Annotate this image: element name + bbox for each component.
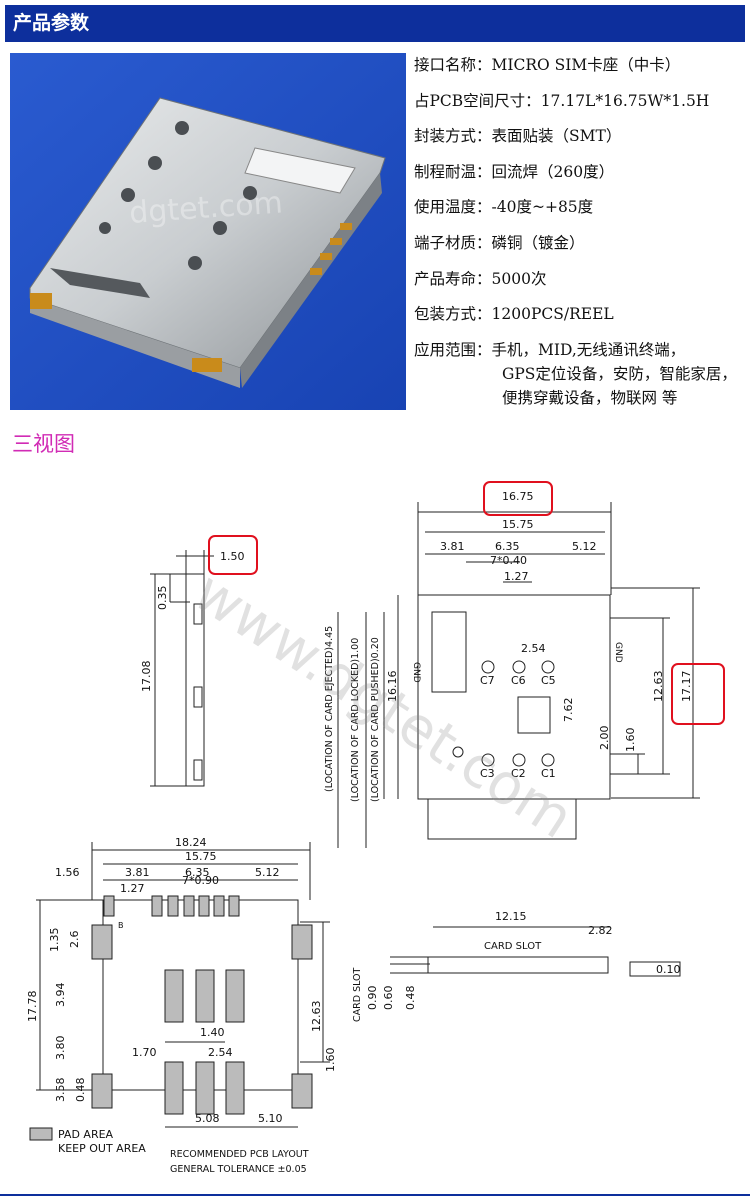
profile-w2: 2.82	[588, 924, 613, 937]
profile-slot: CARD SLOT	[484, 941, 542, 952]
section-title: 三视图	[12, 432, 75, 456]
pcb-p2: 7*0.90	[182, 874, 219, 887]
profile-w1: 12.15	[495, 910, 527, 923]
pcb-w2: 15.75	[185, 850, 217, 863]
top-gnd-right: GND	[613, 642, 623, 663]
pcb-h3: 3.94	[54, 983, 67, 1008]
top-h4: 7.62	[562, 698, 575, 723]
top-h1: 12.63	[652, 671, 665, 703]
top-view	[337, 502, 700, 848]
spec-interface: 接口名称：MICRO SIM卡座（中卡）	[414, 56, 681, 74]
top-pushed: (LOCATION OF CARD PUSHED)0.20	[370, 637, 381, 802]
top-d2: 6.35	[495, 540, 520, 553]
side-view	[150, 550, 214, 787]
spec-list: 接口名称：MICRO SIM卡座（中卡） 占PCB空间尺寸：17.17L*16.…	[414, 53, 750, 410]
section-header: 产品参数	[5, 5, 745, 42]
top-sp: 2.54	[521, 642, 546, 655]
top-h2: 1.60	[624, 728, 637, 753]
pcb-rec: RECOMMENDED PCB LAYOUT	[170, 1149, 309, 1160]
pcb-h6: 0.48	[74, 1078, 87, 1103]
technical-drawing: 1.50 0.35 17.08 16.75 15.75 3.81 6.35 5.…	[26, 481, 725, 1175]
top-locked: (LOCATION OF CARD LOCKED)1.00	[350, 638, 361, 802]
pcb-d2: 6.35	[185, 866, 210, 879]
sim-connector-image: dgtet.com	[10, 53, 406, 410]
profile-v1: 0.90	[366, 986, 379, 1011]
pcb-legend-pad: PAD AREA	[58, 1128, 114, 1141]
top-contact-c3: C3	[480, 767, 495, 780]
spec-application: 应用范围：手机，MID,无线通讯终端， GPS定位设备，安防，智能家居， 便携穿…	[414, 340, 737, 407]
spec-mounting: 封装方式：表面贴装（SMT）	[414, 127, 622, 146]
top-width-total: 16.75	[502, 490, 534, 503]
header-title: 产品参数	[13, 12, 90, 34]
top-contact-c7: C7	[480, 674, 495, 687]
top-pitch: 7*0.40	[490, 554, 527, 567]
top-contact-c5: C5	[541, 674, 556, 687]
pcb-legend-keep: KEEP OUT AREA	[58, 1142, 146, 1155]
top-d1: 3.81	[440, 540, 465, 553]
profile-v3: 0.48	[404, 986, 417, 1011]
drawing-watermark: www.dgtet.com	[182, 559, 584, 851]
pcb-h-total: 17.78	[26, 991, 39, 1023]
pcb-tol: GENERAL TOLERANCE ±0.05	[170, 1164, 307, 1175]
profile-side-label: CARD SLOT	[352, 967, 363, 1022]
profile-flatness: 0.10	[656, 963, 681, 976]
top-contact-c1: C1	[541, 767, 556, 780]
pcb-r2: 1.60	[324, 1048, 337, 1073]
top-pitch2: 1.27	[504, 570, 529, 583]
pcb-h2: 2.6	[68, 931, 81, 949]
side-thickness: 1.50	[220, 550, 245, 563]
pcb-b1: 5.08	[195, 1112, 220, 1125]
pcb-h1: 1.35	[48, 928, 61, 953]
spec-footprint: 占PCB空间尺寸：17.17L*16.75W*1.5H	[414, 91, 710, 110]
pcb-c3: 2.54	[208, 1046, 233, 1059]
top-h5: 16.16	[386, 671, 399, 703]
pcb-h5: 3.58	[54, 1078, 67, 1103]
pcb-c2: 1.70	[132, 1046, 157, 1059]
top-width-body: 15.75	[502, 518, 534, 531]
pcb-left: 1.56	[55, 866, 80, 879]
product-photo: dgtet.com	[10, 53, 406, 410]
pcb-p1: 1.27	[120, 882, 145, 895]
pcb-h4: 3.80	[54, 1036, 67, 1061]
side-length: 17.08	[140, 661, 153, 693]
pcb-d3: 5.12	[255, 866, 280, 879]
spec-contact-material: 端子材质：磷铜（镀金）	[414, 233, 585, 252]
profile-view	[390, 926, 681, 977]
top-d3: 5.12	[572, 540, 597, 553]
top-gnd-left: GND	[411, 662, 421, 683]
top-eject: (LOCATION OF CARD EJECTED)4.45	[324, 626, 335, 792]
top-contact-c6: C6	[511, 674, 526, 687]
spec-packaging: 包装方式：1200PCS/REEL	[414, 305, 614, 324]
top-height-total: 17.17	[680, 671, 693, 703]
spec-process-temp: 制程耐温：回流焊（260度）	[414, 162, 615, 181]
spec-lifetime: 产品寿命：5000次	[414, 269, 547, 288]
pcb-b2: 5.10	[258, 1112, 283, 1125]
highlight-boxes	[208, 481, 725, 725]
pcb-r1: 12.63	[310, 1001, 323, 1033]
pcb-b-mark: B	[118, 921, 124, 930]
footer-line	[0, 1194, 750, 1196]
top-h3: 2.00	[598, 726, 611, 751]
spec-operating-temp: 使用温度：-40度~+85度	[414, 198, 594, 217]
pcb-w1: 18.24	[175, 836, 207, 849]
top-contact-c2: C2	[511, 767, 526, 780]
side-offset: 0.35	[156, 586, 169, 611]
pcb-d1: 3.81	[125, 866, 150, 879]
pcb-pads	[29, 895, 313, 1141]
pcb-c1: 1.40	[200, 1026, 225, 1039]
profile-v2: 0.60	[382, 986, 395, 1011]
